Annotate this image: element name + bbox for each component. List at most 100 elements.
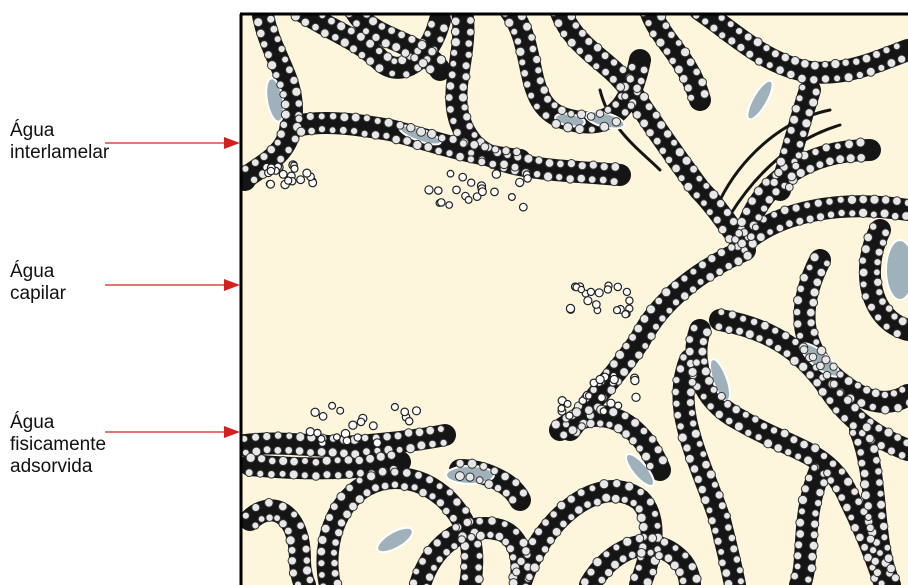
- water-particle: [702, 460, 711, 469]
- water-particle: [781, 53, 789, 61]
- water-particle: [812, 148, 819, 155]
- water-particle: [376, 452, 385, 461]
- water-particle: [860, 281, 867, 288]
- water-particle: [787, 172, 796, 181]
- water-particle: [623, 342, 630, 349]
- water-particle: [783, 350, 791, 358]
- water-particle: [598, 394, 606, 402]
- water-particle: [671, 281, 679, 289]
- water-particle: [415, 428, 424, 437]
- water-particle: [715, 491, 723, 499]
- water-particle: [263, 432, 271, 440]
- water-particle: [880, 209, 889, 218]
- water-particle: [341, 430, 349, 438]
- water-particle: [448, 71, 456, 79]
- water-particle: [781, 148, 788, 155]
- water-particle: [373, 439, 381, 447]
- water-particle: [628, 63, 636, 71]
- water-particle: [688, 378, 696, 386]
- water-particle: [433, 539, 441, 547]
- water-particle: [602, 68, 610, 76]
- water-particle: [470, 141, 479, 150]
- water-particle: [804, 202, 811, 209]
- water-particle: [509, 194, 516, 201]
- water-particle: [492, 170, 500, 178]
- water-particle: [694, 475, 702, 483]
- water-particle: [267, 180, 275, 188]
- water-particle: [708, 517, 716, 525]
- water-particle: [682, 552, 689, 559]
- water-particle: [281, 110, 290, 119]
- water-particle: [367, 472, 376, 481]
- water-particle: [519, 538, 528, 547]
- water-particle: [245, 469, 253, 477]
- water-particle: [679, 577, 687, 585]
- water-particle: [267, 167, 274, 174]
- water-particle: [330, 503, 338, 511]
- water-particle: [776, 66, 785, 75]
- water-particle: [757, 233, 766, 242]
- water-particle: [392, 135, 401, 144]
- water-particle: [273, 72, 280, 79]
- water-particle: [413, 407, 421, 415]
- water-particle: [558, 106, 566, 114]
- water-particle: [858, 459, 866, 467]
- water-particle: [714, 537, 722, 545]
- water-particle: [419, 488, 427, 496]
- water-particle: [681, 48, 690, 57]
- water-particle: [286, 536, 295, 545]
- water-particle: [318, 126, 325, 133]
- water-particle: [646, 498, 654, 506]
- water-particle: [713, 216, 721, 224]
- water-particle: [286, 66, 294, 74]
- water-particle: [528, 92, 535, 99]
- water-particle: [706, 209, 713, 216]
- water-particle: [417, 127, 426, 136]
- water-particle: [827, 211, 834, 218]
- water-particle: [326, 514, 334, 522]
- water-particle: [268, 61, 277, 70]
- water-particle: [356, 477, 363, 484]
- water-particle: [612, 118, 620, 126]
- water-particle: [662, 288, 671, 297]
- water-particle: [653, 137, 661, 145]
- water-particle: [898, 452, 906, 460]
- water-particle: [274, 515, 281, 522]
- water-particle: [355, 495, 364, 504]
- water-particle: [520, 203, 528, 211]
- water-particle: [263, 446, 271, 454]
- water-particle: [878, 512, 886, 520]
- water-particle: [578, 423, 585, 430]
- water-particle: [725, 417, 733, 425]
- water-particle: [830, 363, 837, 370]
- water-particle: [566, 175, 574, 183]
- water-particle: [603, 551, 610, 558]
- water-particle: [545, 159, 554, 168]
- water-particle: [640, 119, 649, 128]
- water-particle: [659, 315, 666, 322]
- water-particle: [873, 569, 881, 577]
- water-particle: [772, 327, 779, 334]
- water-particle: [426, 65, 435, 74]
- water-particle: [401, 483, 409, 491]
- water-particle: [371, 131, 379, 139]
- water-particle: [793, 308, 800, 315]
- water-particle: [710, 24, 718, 32]
- water-particle: [311, 408, 319, 416]
- water-particle: [529, 45, 537, 53]
- water-particle: [489, 160, 497, 168]
- water-particle: [634, 324, 643, 333]
- water-particle: [587, 419, 595, 427]
- water-particle: [522, 547, 530, 555]
- water-particle: [891, 212, 899, 220]
- water-particle: [246, 453, 255, 462]
- water-particle: [274, 447, 282, 455]
- water-particle: [419, 59, 428, 68]
- water-particle: [589, 485, 596, 492]
- water-particle: [682, 156, 691, 165]
- water-particle: [552, 528, 561, 537]
- water-particle: [627, 360, 635, 368]
- water-particle: [766, 62, 773, 69]
- water-particle: [709, 190, 718, 199]
- water-particle: [666, 307, 673, 314]
